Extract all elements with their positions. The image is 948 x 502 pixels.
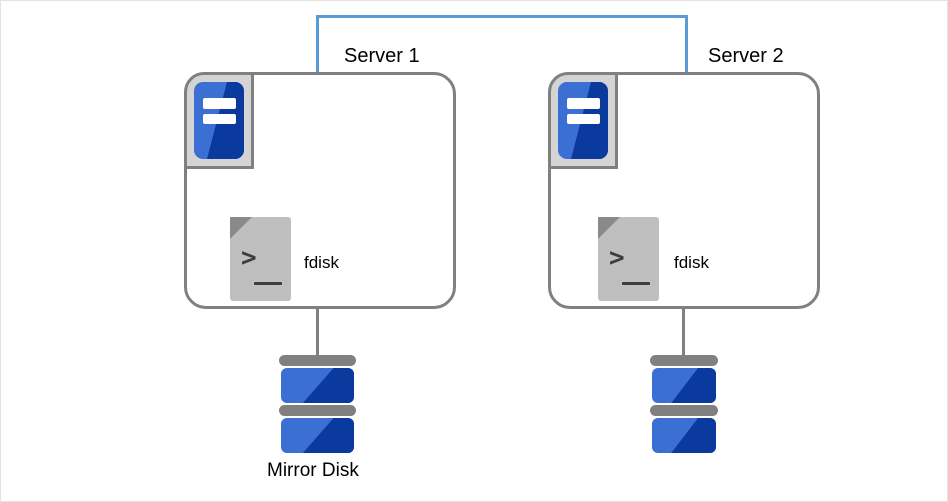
- server1-title: Server 1: [344, 45, 420, 67]
- server2-tool-label: fdisk: [674, 253, 709, 272]
- server2-disk-bar-top: [650, 355, 718, 366]
- interconnect-right-riser: [685, 15, 688, 73]
- server2-prompt-glyph: >: [609, 243, 625, 273]
- server1-doc-fold: [230, 217, 252, 239]
- server2-disk-bar-middle: [650, 405, 718, 416]
- server2-rack-slot-2: [566, 113, 600, 124]
- server1-disk-segment-1-shade: [302, 368, 354, 403]
- server1-disk-bar-middle: [279, 405, 356, 416]
- server1-rack-body: [194, 82, 244, 159]
- server1-rack-slot-1: [202, 98, 236, 109]
- server1-disk-segment-2-shade: [302, 418, 354, 453]
- server2-box: [548, 72, 820, 309]
- interconnect-left-riser: [316, 15, 319, 73]
- server1-disk-label: Mirror Disk: [267, 460, 359, 481]
- server2-rack-body: [558, 82, 608, 159]
- server1-prompt-glyph: >: [241, 243, 257, 273]
- server1-disk-segment-2: [281, 418, 354, 453]
- server2-disk-segment-2: [652, 418, 716, 453]
- server1-disk-segment-1: [281, 368, 354, 403]
- server2-disk-drop-line: [682, 309, 685, 357]
- server1-rack-slot-2: [202, 113, 236, 124]
- server1-terminal-document-icon: >: [230, 217, 291, 301]
- server1-disk-bar-top: [279, 355, 356, 366]
- server2-disk-segment-1-shade: [671, 368, 716, 403]
- server2-prompt-underscore: [622, 282, 650, 285]
- server2-doc-fold: [598, 217, 620, 239]
- server2-server-rack-icon: [548, 72, 618, 169]
- server1-prompt-underscore: [254, 282, 282, 285]
- server1-server-rack-icon: [184, 72, 254, 169]
- server2-rack-slot-1: [566, 98, 600, 109]
- server2-terminal-document-icon: >: [598, 217, 659, 301]
- server2-title: Server 2: [708, 45, 784, 67]
- server1-disk-drop-line: [316, 309, 319, 357]
- interconnect-top-rail: [316, 15, 688, 18]
- server1-tool-label: fdisk: [304, 253, 339, 272]
- server2-disk-segment-1: [652, 368, 716, 403]
- server2-disk-segment-2-shade: [671, 418, 716, 453]
